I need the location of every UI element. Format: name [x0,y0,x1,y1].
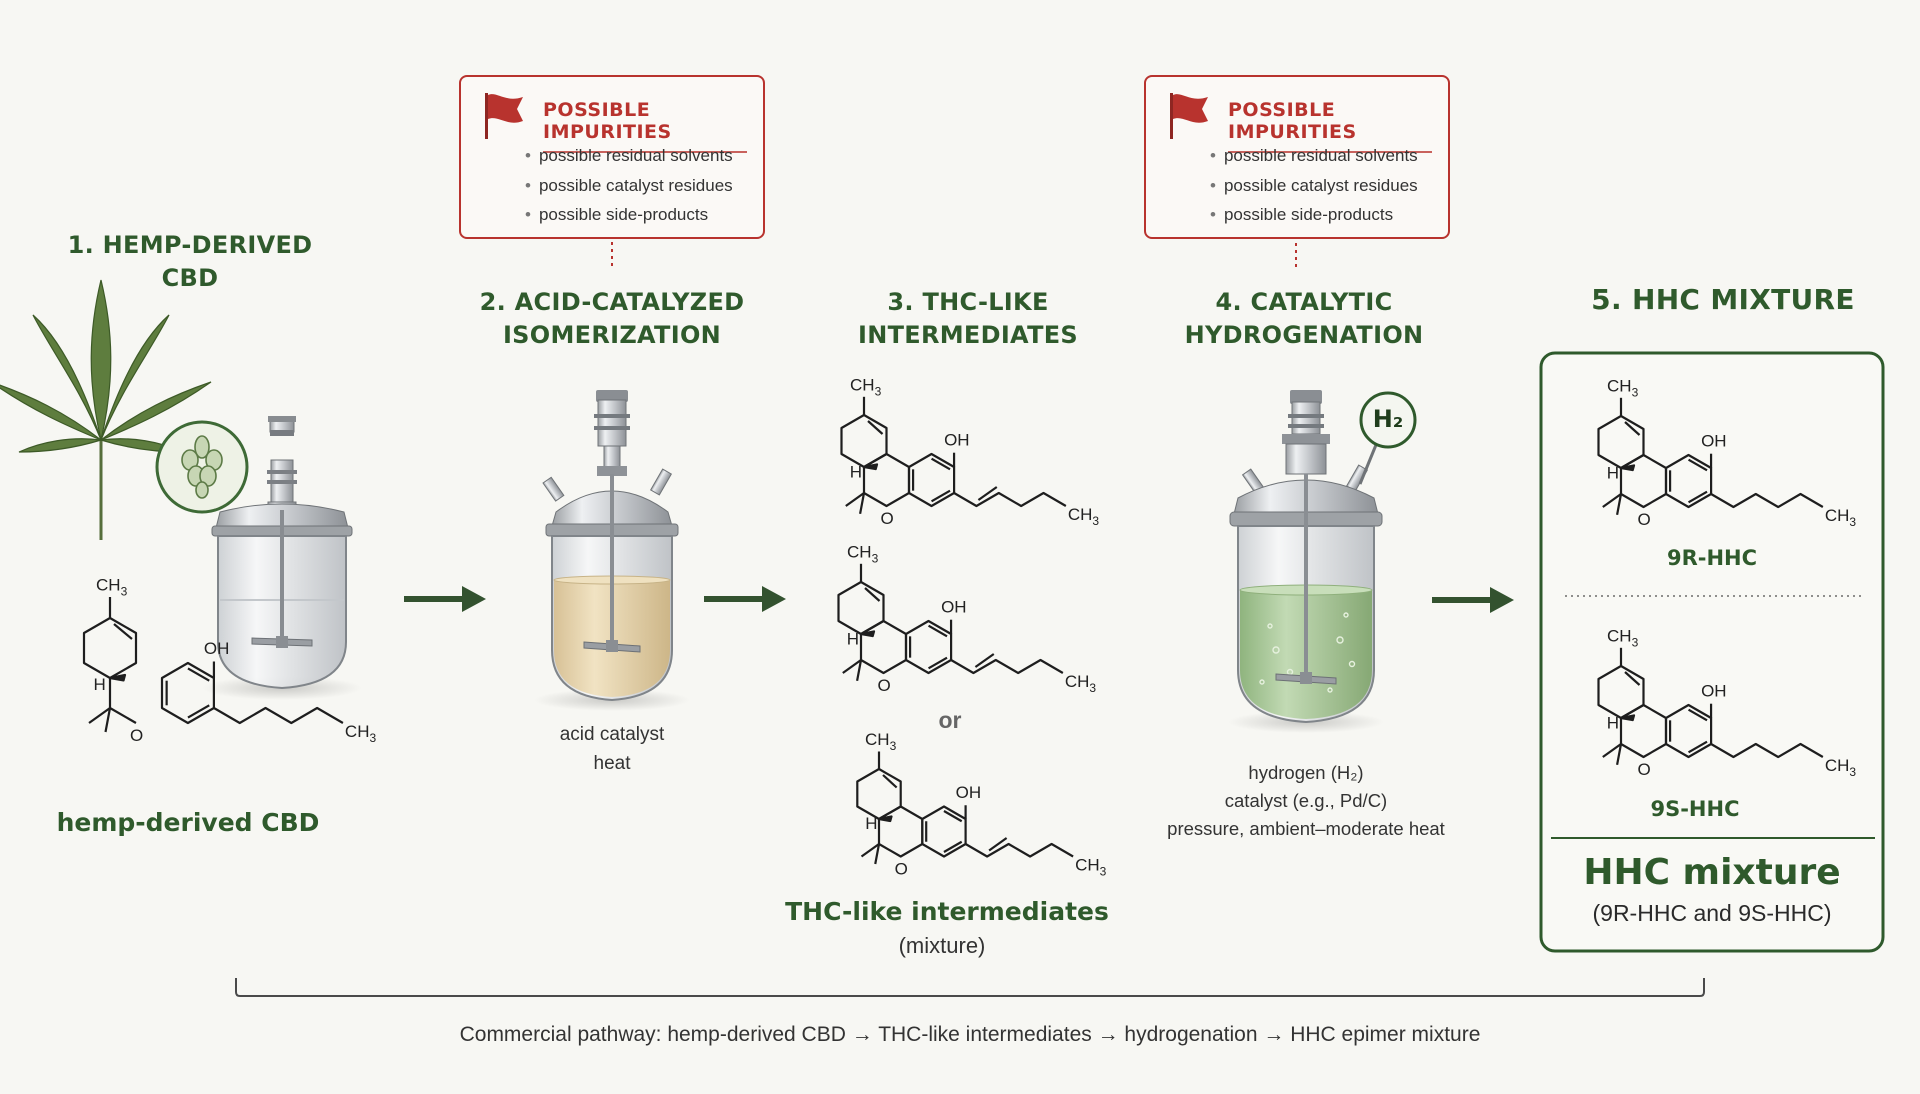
oxygen-label: O [1638,510,1651,529]
methyl-label: CH3 [96,575,128,598]
impurities-title: POSSIBLE IMPURITIES [1228,99,1432,153]
thc-intermediates-sublabel: (mixture) [898,933,986,958]
molecule-skeleton [837,563,1064,682]
h2-badge-icon [1359,391,1417,449]
condition-text: acid catalyst [559,724,665,745]
impurities-box-step-4: POSSIBLE IMPURITIES possible residual so… [1144,75,1450,239]
oxygen-label: O [895,860,908,879]
condition-text: catalyst (e.g., Pd/C) [1224,790,1388,811]
terminal-methyl-label: CH3 [1068,505,1100,528]
acid-reactor-vessel [534,390,690,711]
hydrogen-label: H [847,629,859,648]
step-4-conditions: hydrogen (H₂) catalyst (e.g., Pd/C) pres… [1146,759,1466,843]
h2-badge-label: H₂ [1372,405,1404,433]
hydrogen-label: H [94,675,106,694]
hydroxyl-label: OH [941,597,967,616]
oxygen-label: O [130,726,143,745]
methyl-label: CH3 [850,378,882,398]
methyl-label: CH3 [865,733,897,753]
step-1-title: 1. HEMP-DERIVED CBD [67,231,313,292]
process-arrow [1432,587,1514,613]
terminal-methyl-label: CH3 [1075,856,1107,879]
hydroxyl-label: OH [204,639,230,658]
condition-text: pressure, ambient–moderate heat [1167,818,1445,839]
pathway-footer: Commercial pathway: hemp-derived CBD → T… [459,1023,1481,1046]
cannabis-leaf-icon [0,279,212,540]
hhc-mixture-title: HHC mixture [1583,852,1841,893]
pathway-bracket [235,978,1705,997]
molecule-skeleton [1597,397,1824,516]
hydroxyl-label: OH [1701,681,1727,700]
impurities-box-step-2: POSSIBLE IMPURITIES possible residual so… [459,75,765,239]
isomer-9s-label: 9S-HHC [1650,797,1740,821]
isomer-9r-label: 9R-HHC [1666,546,1758,570]
impurity-item: possible catalyst residues [525,171,733,201]
hydroxyl-label: OH [944,430,970,449]
terminal-methyl-label: CH3 [1065,672,1097,695]
molecule-skeleton [1597,647,1824,766]
molecule-skeleton [82,597,344,733]
methyl-label: CH3 [847,545,879,565]
methyl-label: CH3 [1607,376,1639,399]
methyl-label: CH3 [1607,626,1639,649]
hhc-mixture-subtitle: (9R-HHC and 9S-HHC) [1592,900,1832,926]
hydrogen-label: H [865,814,877,833]
step-2-conditions: acid catalyst heat [512,720,712,778]
impurity-item: possible residual solvents [525,141,733,171]
impurity-item: possible side-products [525,200,733,230]
red-flag-icon [485,93,523,139]
hydrogen-label: H [1607,713,1619,732]
thc-intermediates-label: THC-like intermediates [785,897,1109,926]
terminal-methyl-label: CH3 [1825,756,1857,779]
step-2-title: 2. ACID-CATALYZED ISOMERIZATION [479,288,745,349]
oxygen-label: O [881,509,894,528]
steel-reactor-vessel [202,416,362,700]
oxygen-label: O [878,676,891,695]
impurity-item: possible residual solvents [1210,141,1418,171]
process-arrow [704,586,786,612]
step-5-title: 5. HHC MIXTURE [1591,283,1855,316]
molecule-skeleton [856,751,1074,865]
hydrogen-label: H [850,462,862,481]
cbd-label: hemp-derived CBD [56,808,320,837]
step-4-title: 4. CATALYTIC HYDROGENATION [1184,288,1424,349]
hydroxyl-label: OH [956,783,982,802]
impurities-list: possible residual solvents possible cata… [525,141,733,230]
terminal-methyl-label: CH3 [345,722,377,745]
process-arrow [404,586,486,612]
step-3-title: 3. THC-LIKE INTERMEDIATES [857,288,1079,349]
hydrogenation-reactor-vessel [1228,390,1384,733]
red-flag-icon [1170,93,1208,139]
hhc-result-box [1539,351,1885,953]
or-text: or [938,707,962,733]
hemp-flower-badge-icon [155,420,249,514]
hydrogen-label: H [1607,463,1619,482]
terminal-methyl-label: CH3 [1825,506,1857,529]
molecule-skeleton [840,396,1067,515]
impurity-item: possible catalyst residues [1210,171,1418,201]
impurities-list: possible residual solvents possible cata… [1210,141,1418,230]
hydroxyl-label: OH [1701,431,1727,450]
condition-text: hydrogen (H₂) [1248,762,1364,783]
impurity-item: possible side-products [1210,200,1418,230]
oxygen-label: O [1638,760,1651,779]
condition-text: heat [593,753,631,774]
